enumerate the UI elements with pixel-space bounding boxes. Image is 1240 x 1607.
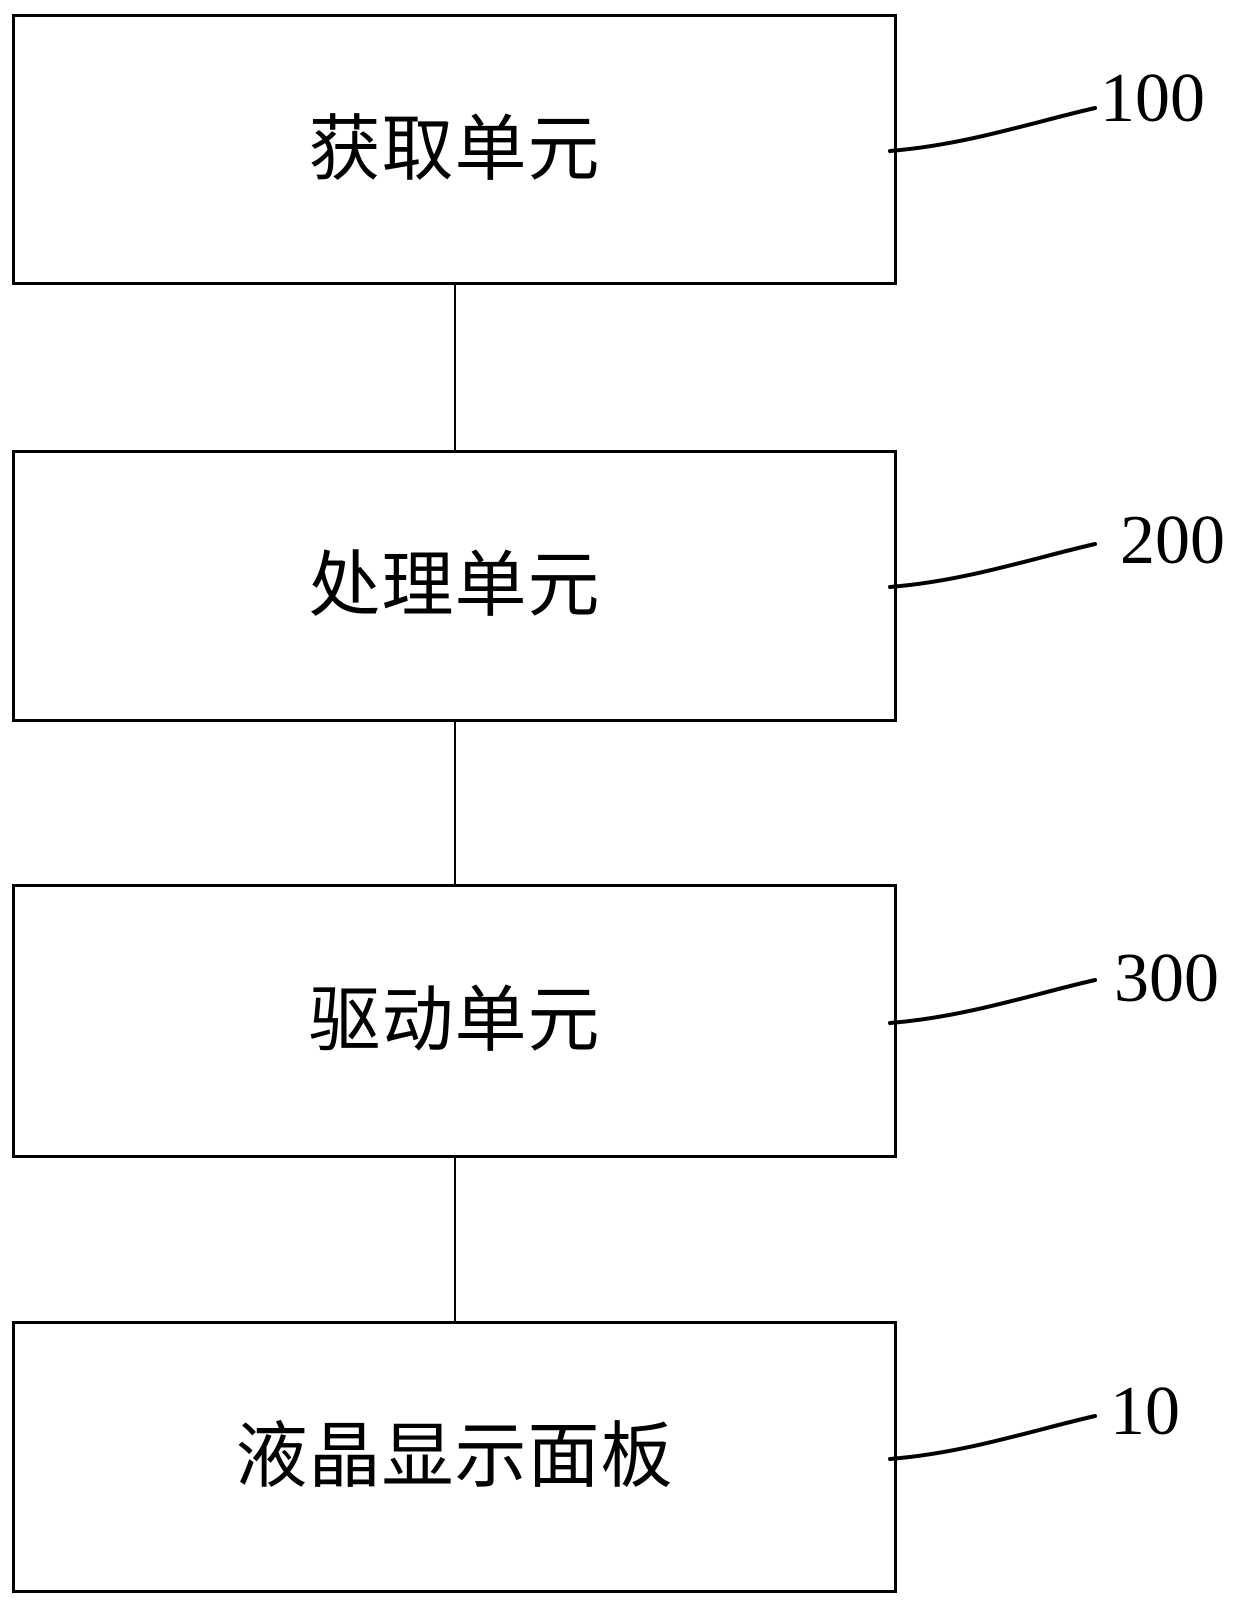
node-label: 处理单元	[308, 546, 601, 626]
leader-line-100	[888, 106, 1097, 153]
diagram-node-processing-unit: 处理单元	[12, 450, 897, 722]
diagram-node-acquisition-unit: 获取单元	[12, 14, 897, 285]
ref-numeral-100: 100	[1100, 60, 1205, 137]
ref-numeral-200: 200	[1120, 502, 1225, 579]
connector-line-3	[454, 1158, 456, 1321]
diagram-node-driving-unit: 驱动单元	[12, 884, 897, 1158]
node-label: 驱动单元	[308, 981, 601, 1061]
connector-line-1	[454, 285, 456, 450]
leader-line-200	[888, 542, 1097, 589]
node-label: 液晶显示面板	[235, 1417, 674, 1497]
diagram-node-lcd-panel: 液晶显示面板	[12, 1321, 897, 1593]
leader-line-10	[888, 1414, 1097, 1461]
connector-line-2	[454, 722, 456, 884]
ref-numeral-300: 300	[1114, 940, 1219, 1017]
ref-numeral-10: 10	[1110, 1373, 1180, 1450]
node-label: 获取单元	[308, 109, 601, 190]
leader-line-300	[888, 978, 1097, 1025]
